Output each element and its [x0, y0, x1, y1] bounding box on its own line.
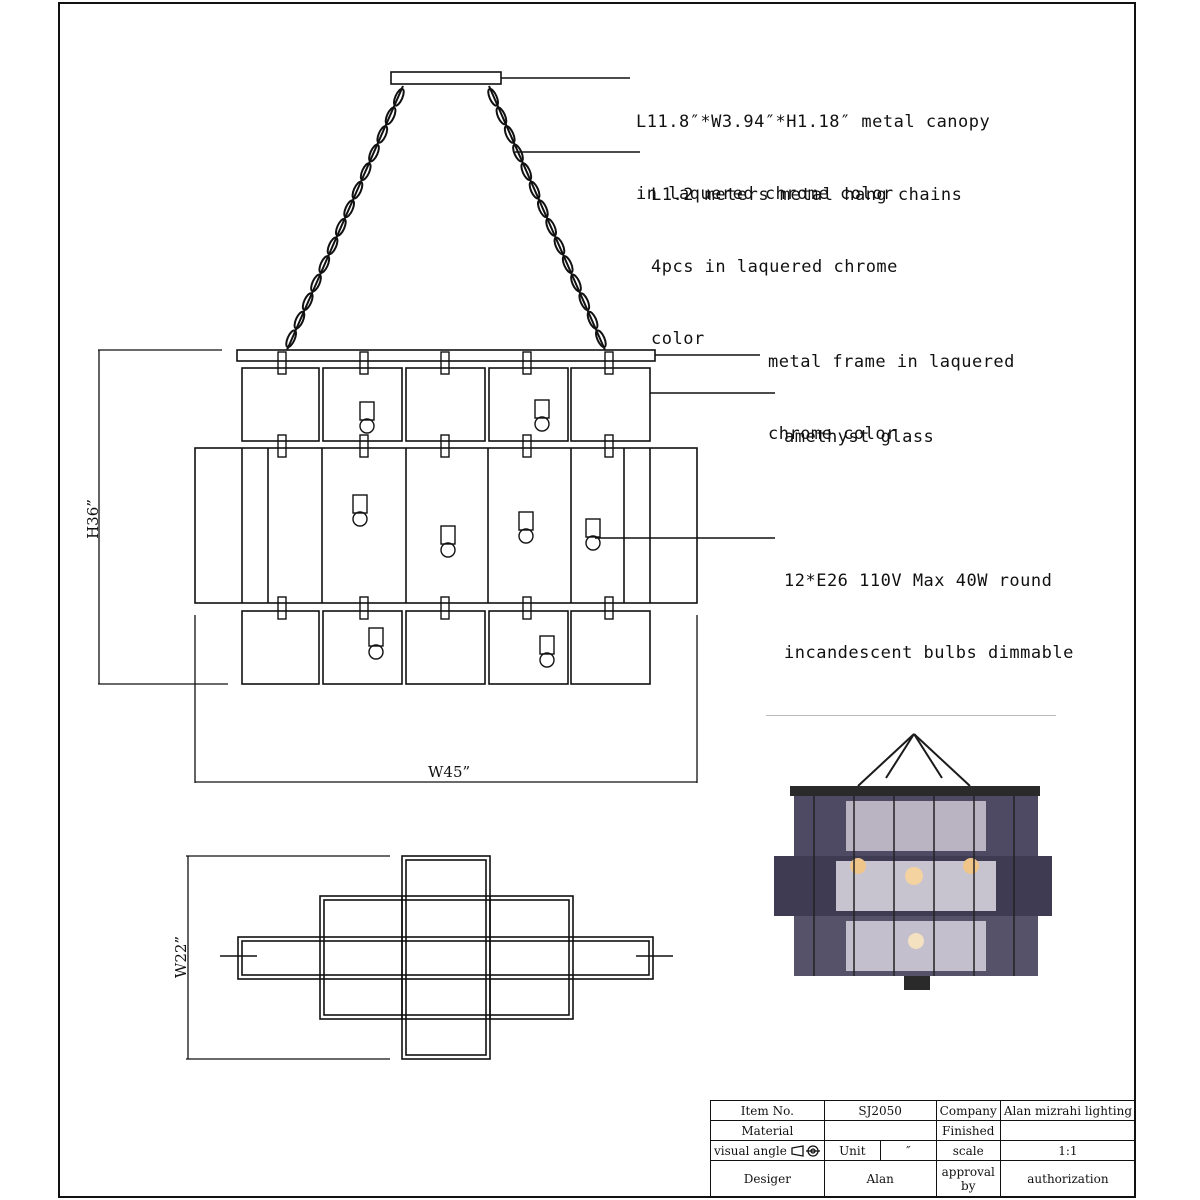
- material-label: Material: [710, 1120, 825, 1141]
- bulbs-callout-line2: incandescent bulbs dimmable: [784, 643, 1074, 663]
- chain-link: [384, 106, 397, 126]
- hang-chains: [286, 85, 606, 351]
- middle-tier: [194, 447, 698, 604]
- scale-label: scale: [935, 1140, 1001, 1161]
- item-no-label: Item No.: [710, 1100, 825, 1121]
- chain-link: [351, 180, 364, 200]
- chain-link: [334, 217, 347, 237]
- height-dimension: [98, 349, 228, 685]
- chain-link: [570, 273, 582, 293]
- chain-link: [301, 292, 314, 311]
- chain-link: [536, 199, 549, 219]
- frame-callout: metal frame in laquered chrome color: [768, 302, 1015, 470]
- canopy-callout: L11.8″*W3.94″*H1.18″ metal canopy in laq…: [636, 62, 990, 230]
- canopy-callout-line1: L11.8″*W3.94″*H1.18″ metal canopy: [636, 112, 991, 132]
- frame-callout-line2: chrome color: [768, 424, 897, 444]
- product-photo: [766, 715, 1056, 996]
- frame-clips: [277, 351, 614, 620]
- chain-link: [392, 87, 405, 107]
- bulbs-callout-line1: 12*E26 110V Max 40W round: [784, 571, 1053, 591]
- chain-link: [503, 125, 516, 144]
- unit-value: ″: [879, 1140, 937, 1161]
- drawing-sheet: [58, 2, 1136, 1198]
- chain-link: [578, 292, 591, 311]
- chain-link: [512, 143, 524, 163]
- chain-link: [285, 329, 298, 349]
- depth-label: W22”: [172, 935, 190, 979]
- chain-link: [495, 106, 508, 126]
- height-label: H36”: [84, 499, 102, 539]
- finished-value: [999, 1120, 1137, 1141]
- finished-label: Finished: [935, 1120, 1001, 1141]
- chain-link: [343, 199, 356, 219]
- visual-angle-text: visual angle: [714, 1143, 787, 1158]
- bulbs-callout: 12*E26 110V Max 40W round incandescent b…: [784, 521, 1074, 689]
- bulb-icons: [352, 399, 601, 668]
- chains-callout: L1.2 meters metal hang chains 4pcs in la…: [651, 135, 962, 375]
- chain-link: [310, 273, 322, 293]
- depth-dimension: [186, 855, 390, 1060]
- chain-link: [553, 236, 566, 256]
- chains-callout-line1: L1.2 meters metal hang chains: [651, 185, 963, 205]
- chain-link: [594, 329, 607, 349]
- approval-label: approval by: [935, 1160, 1001, 1198]
- chain-link: [545, 217, 558, 237]
- company-label: Company: [935, 1100, 1001, 1121]
- chain-link: [528, 180, 541, 200]
- chain-link: [376, 125, 389, 144]
- title-block: Item No. SJ2050 Company Alan mizrahi lig…: [710, 1100, 1137, 1198]
- item-no-value: SJ2050: [823, 1100, 937, 1121]
- chain-link: [586, 310, 599, 330]
- canopy-callout-line2: in laquered chrome color: [636, 184, 894, 204]
- lower-tier: [241, 610, 651, 685]
- plan-view: [220, 855, 673, 1060]
- chain-link: [520, 162, 533, 181]
- scale-value: 1:1: [999, 1140, 1137, 1161]
- authorization-label: authorization: [999, 1160, 1137, 1198]
- upper-tier: [241, 367, 651, 442]
- product-photo-illustration: [774, 733, 1052, 990]
- chain-link: [359, 162, 372, 181]
- chain-link: [368, 143, 380, 163]
- glass-callout: amethyst glass: [784, 377, 934, 473]
- designer-label: Desiger: [710, 1160, 825, 1198]
- chains-callout-line3: color: [651, 329, 705, 349]
- glass-callout-line1: amethyst glass: [784, 427, 935, 447]
- visual-angle-label: visual angle: [710, 1140, 825, 1161]
- width-dimension: [194, 615, 698, 783]
- frame-callout-line1: metal frame in laquered: [768, 352, 1015, 372]
- projection-symbol-icon: [791, 1144, 821, 1158]
- chain-link: [326, 236, 339, 256]
- unit-label: Unit: [823, 1140, 881, 1161]
- chain-link: [561, 255, 574, 274]
- chain-link: [487, 87, 500, 107]
- width-label: W45”: [428, 763, 471, 781]
- chain-link: [318, 255, 331, 274]
- company-value: Alan mizrahi lighting: [999, 1100, 1137, 1121]
- material-value: [823, 1120, 937, 1141]
- designer-value: Alan: [823, 1160, 937, 1198]
- chain-link: [293, 310, 306, 330]
- chains-callout-line2: 4pcs in laquered chrome: [651, 257, 898, 277]
